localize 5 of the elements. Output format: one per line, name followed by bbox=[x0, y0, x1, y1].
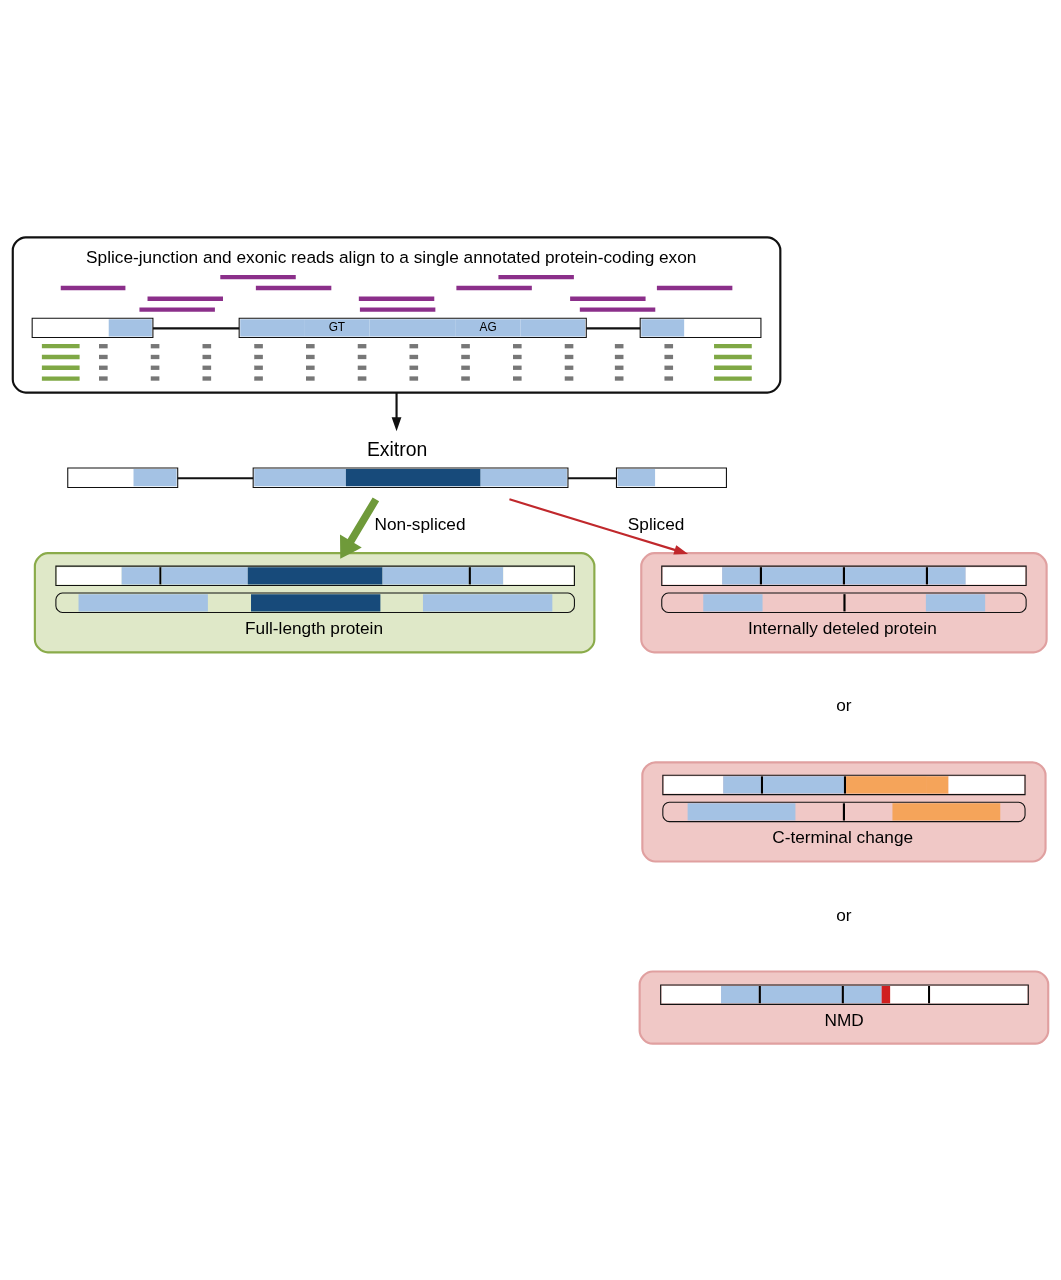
label: or bbox=[836, 904, 852, 925]
edge-label: Spliced bbox=[627, 513, 685, 534]
node-label: Exitron bbox=[366, 437, 428, 460]
label: or bbox=[836, 694, 852, 715]
edge-label: Non-spliced bbox=[374, 513, 466, 534]
